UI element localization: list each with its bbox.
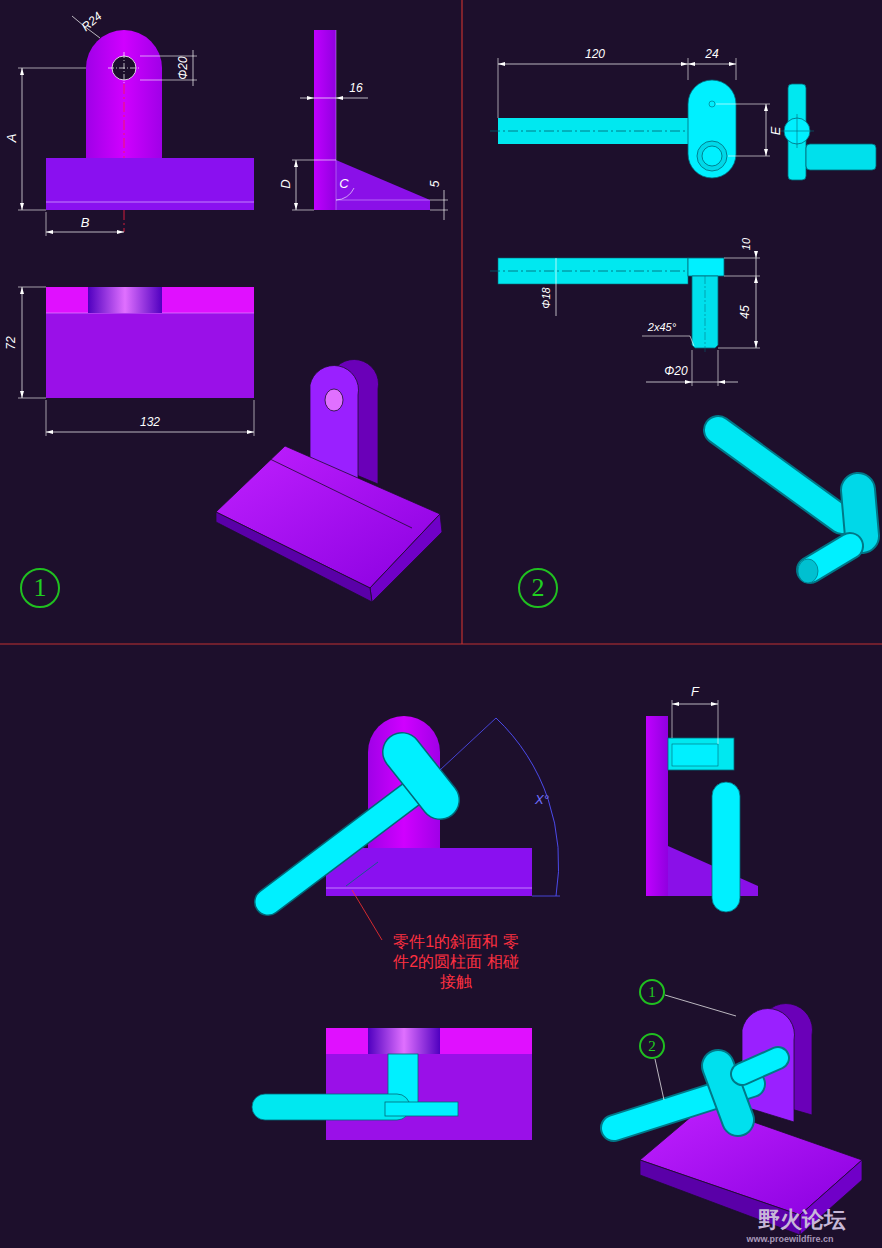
watermark: 野火论坛 (758, 1208, 846, 1232)
callout-number: 1 (639, 979, 665, 1005)
dimension-text: 10 (740, 238, 752, 250)
dimension-text: D (279, 179, 293, 188)
dimension-text: 16 (349, 82, 362, 95)
callout-text: 1 (34, 573, 47, 603)
dimension-text: 2x45° (648, 321, 676, 333)
dimension-text: 5 (429, 181, 442, 188)
angle-text: X° (535, 793, 549, 807)
dimension-text: R24 (79, 10, 104, 34)
callout-text: 1 (648, 984, 656, 1001)
dimension-text: Φ20 (664, 365, 687, 378)
dimension-text: A (5, 134, 19, 143)
dimension-text: C (339, 177, 348, 191)
watermark: www.proewildfire.cn (746, 1235, 833, 1245)
callout-text: 2 (532, 573, 545, 603)
dimension-text: B (81, 216, 90, 230)
dimension-text: E (769, 127, 783, 136)
callout-number: 2 (639, 1033, 665, 1059)
callout-number: 1 (20, 568, 60, 608)
callout-number: 2 (518, 568, 558, 608)
dimension-text: 24 (705, 48, 718, 61)
dimension-text: 120 (585, 48, 605, 61)
dimension-text: 72 (5, 336, 18, 349)
dimension-text: Φ18 (540, 287, 552, 308)
callout-text: 2 (648, 1038, 656, 1055)
dimension-text: 45 (739, 305, 752, 318)
note-text: 零件1的斜面和 零件2的圆柱面 相碰接触 (393, 932, 519, 992)
dimension-text: F (691, 685, 699, 699)
dimension-text: Φ20 (177, 56, 190, 79)
dimension-text: 132 (140, 416, 160, 429)
